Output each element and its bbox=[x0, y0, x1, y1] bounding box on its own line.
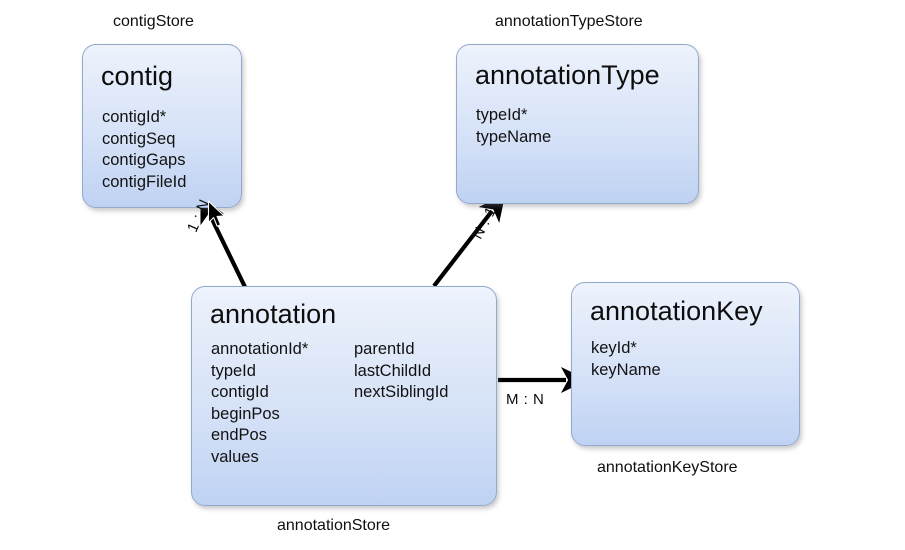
entity-title-annotationkey: annotationKey bbox=[590, 296, 763, 326]
caption-contig-store: contigStore bbox=[113, 13, 194, 30]
attribute-item: keyName bbox=[591, 360, 661, 379]
edge-annotation-contig bbox=[200, 195, 247, 288]
entity-box-annotation[interactable]: annotation annotationId* typeId contigId… bbox=[191, 286, 497, 506]
attribute-list-annotationtype: typeId* typeName bbox=[476, 105, 551, 148]
caption-annotationtype-store: annotationTypeStore bbox=[495, 13, 643, 30]
entity-box-annotationtype[interactable]: annotationType typeId* typeName bbox=[456, 44, 699, 204]
attribute-list-annotationkey: keyId* keyName bbox=[591, 338, 661, 381]
entity-box-contig[interactable]: contig contigId* contigSeq contigGaps co… bbox=[82, 44, 242, 208]
attribute-item: values bbox=[211, 447, 259, 466]
entity-title-annotation: annotation bbox=[210, 299, 337, 329]
entity-title-annotationtype: annotationType bbox=[475, 60, 660, 90]
attribute-list-annotation-secondary: parentId lastChildId nextSiblingId bbox=[354, 339, 448, 468]
attribute-item: contigId* bbox=[102, 108, 167, 126]
attribute-item: annotationId* bbox=[211, 340, 309, 358]
attribute-item: nextSiblingId bbox=[354, 383, 449, 401]
attribute-item: beginPos bbox=[211, 404, 280, 423]
caption-annotation-store: annotationStore bbox=[277, 517, 390, 534]
cardinality-label-annotation-annotationtype: N : 1 bbox=[469, 203, 501, 242]
attribute-item: typeId bbox=[211, 361, 256, 380]
attribute-item: contigSeq bbox=[102, 129, 176, 148]
entity-box-annotationkey[interactable]: annotationKey keyId* keyName bbox=[571, 282, 800, 446]
attribute-item: contigId bbox=[211, 383, 269, 401]
attribute-columns-annotation: annotationId* typeId contigId beginPos e… bbox=[211, 339, 448, 468]
cardinality-label-annotation-annotationkey: M : N bbox=[506, 391, 545, 408]
attribute-item: endPos bbox=[211, 426, 267, 444]
attribute-item: typeName bbox=[476, 127, 552, 146]
attribute-item: typeId* bbox=[476, 106, 528, 124]
attribute-item: contigGaps bbox=[102, 151, 186, 169]
attribute-list-contig: contigId* contigSeq contigGaps contigFil… bbox=[102, 107, 186, 193]
attribute-item: contigFileId bbox=[102, 172, 187, 191]
attribute-item: lastChildId bbox=[354, 361, 432, 380]
attribute-item: keyId* bbox=[591, 339, 637, 357]
entity-title-contig: contig bbox=[101, 61, 174, 91]
attribute-item: parentId bbox=[354, 340, 415, 358]
caption-annotationkey-store: annotationKeyStore bbox=[597, 459, 738, 476]
attribute-list-annotation-primary: annotationId* typeId contigId beginPos e… bbox=[211, 339, 354, 468]
